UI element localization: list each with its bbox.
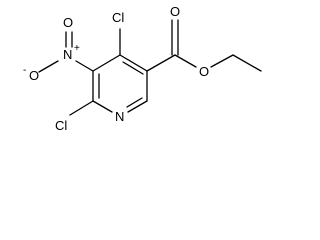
bond-n1-c6	[92, 100, 113, 113]
nitro-minus-charge: -	[23, 65, 26, 76]
bond-carbonyl-c-ester-o	[174, 54, 197, 68]
bond-c2-n1-inner	[126, 97, 143, 108]
nitro-plus-charge: +	[74, 43, 80, 54]
ester-oxygen-label: O	[199, 64, 209, 79]
bond-c4-c3-inner	[122, 61, 144, 75]
chlorine-label-bottom: Cl	[55, 118, 67, 133]
bond-c6-cl	[69, 100, 94, 116]
nitro-nitrogen-label: N	[63, 47, 72, 62]
bond-c3-carbonyl-c	[146, 54, 176, 72]
carbonyl-oxygen-label: O	[170, 4, 180, 19]
molecule-diagram: Cl Cl N N + O O - O O	[23, 4, 262, 133]
bond-c5-nitro-n	[75, 60, 94, 72]
bond-ester-o-ch2	[210, 54, 234, 68]
bond-ch2-ch3	[232, 54, 262, 72]
chlorine-label-top: Cl	[112, 10, 124, 25]
bond-nitro-n-o-lower	[38, 60, 59, 73]
nitro-oxygen-upper-label: O	[63, 15, 73, 30]
structure-drawing: Cl Cl N N + O O - O O	[23, 4, 262, 133]
nitro-oxygen-lower-label: O	[29, 68, 39, 83]
bond-c5-c4	[92, 54, 121, 72]
ring-nitrogen-label: N	[115, 109, 124, 124]
bond-c4-c3	[119, 54, 148, 72]
bond-c2-n1	[127, 100, 148, 113]
pyridine-ring	[92, 54, 148, 113]
